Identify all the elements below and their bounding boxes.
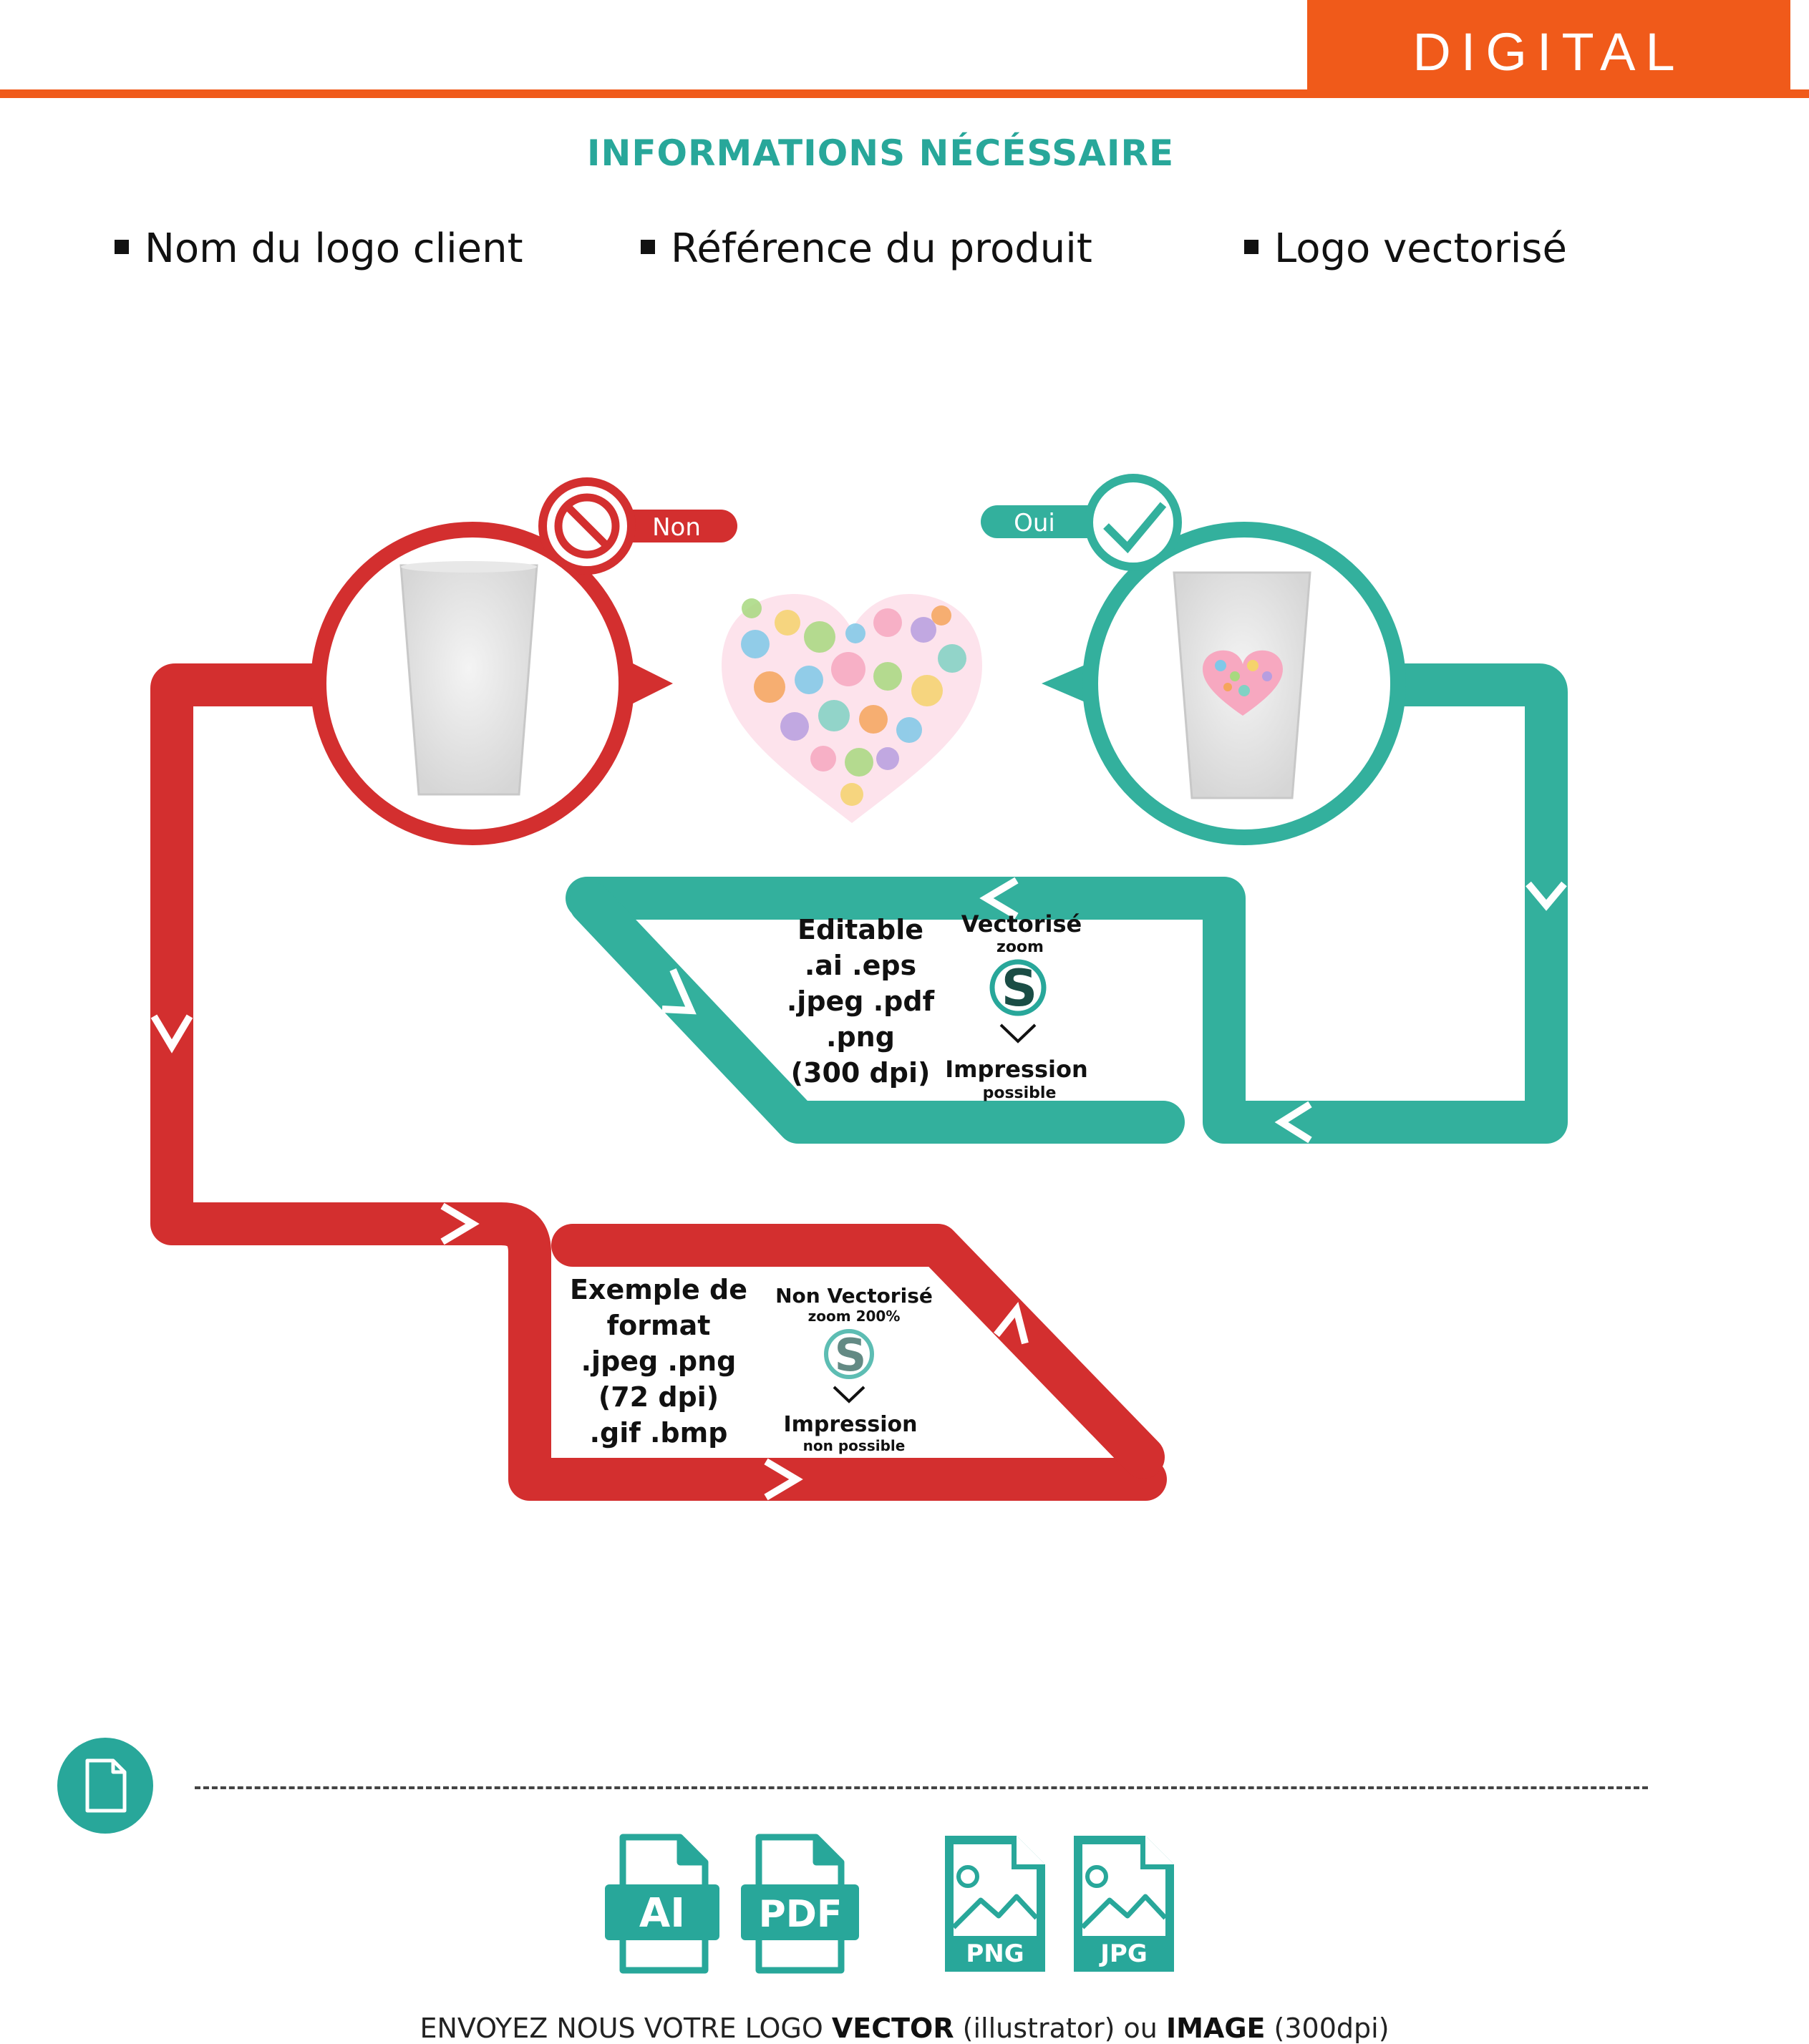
non-badge: Non <box>538 477 737 575</box>
requirement-item: Logo vectorisé <box>1244 225 1567 272</box>
svg-text:.jpeg .pdf: .jpeg .pdf <box>787 986 935 1017</box>
svg-text:.png: .png <box>826 1021 895 1053</box>
svg-text:S: S <box>835 1329 867 1381</box>
svg-text:Impression: Impression <box>945 1056 1087 1083</box>
svg-text:Exemple de: Exemple de <box>570 1274 747 1305</box>
requirement-item: Référence du produit <box>641 225 1092 272</box>
oui-badge: Oui <box>981 474 1182 571</box>
svg-text:(300 dpi): (300 dpi) <box>791 1057 931 1089</box>
svg-text:PNG: PNG <box>966 1940 1024 1968</box>
red-path <box>150 663 1167 1501</box>
svg-text:Non Vectorisé: Non Vectorisé <box>775 1284 933 1308</box>
red-chevrons <box>150 1014 1029 1501</box>
svg-text:format: format <box>607 1310 711 1341</box>
oui-label: Oui <box>1014 509 1055 537</box>
svg-text:zoom: zoom <box>996 938 1044 956</box>
svg-text:PDF: PDF <box>759 1893 843 1936</box>
non-label: Non <box>652 513 701 542</box>
vector-file-icons: AI PDF <box>605 1834 859 1974</box>
page-title: INFORMATIONS NÉCÉSSAIRE <box>586 132 1175 174</box>
red-cup-circle <box>311 522 673 845</box>
header-label: DIGITAL <box>1412 22 1685 82</box>
image-file-icons: PNG JPG <box>945 1836 1174 1972</box>
footer-instruction: ENVOYEZ NOUS VOTRE LOGO VECTOR (illustra… <box>419 2013 1390 2044</box>
header-tab <box>1307 0 1790 98</box>
svg-text:AI: AI <box>639 1890 685 1937</box>
svg-text:zoom 200%: zoom 200% <box>808 1308 901 1325</box>
svg-text:Editable: Editable <box>797 914 923 945</box>
svg-text:.gif .bmp: .gif .bmp <box>590 1417 728 1449</box>
jpg-file-icon: JPG <box>1074 1836 1174 1972</box>
bad-box-vector: Non Vectorisé zoom 200% S Impression non… <box>775 1284 933 1454</box>
good-box-vector: Vectorisé zoom S Impression possible <box>945 910 1087 1102</box>
svg-text:possible: possible <box>983 1084 1057 1102</box>
workflow-diagram: Non Oui <box>150 474 1568 1501</box>
svg-text:JPG: JPG <box>1099 1940 1147 1968</box>
teal-chevrons <box>661 877 1567 1144</box>
svg-text:(72 dpi): (72 dpi) <box>598 1381 719 1413</box>
svg-text:S: S <box>1002 959 1037 1018</box>
teal-path <box>566 663 1568 1144</box>
teal-cup-circle <box>1042 522 1406 845</box>
pdf-file-icon: PDF <box>741 1834 859 1974</box>
ai-file-icon: AI <box>605 1834 719 1974</box>
svg-text:.ai .eps: .ai .eps <box>805 950 916 981</box>
bad-box-formats: Exemple de format .jpeg .png (72 dpi) .g… <box>570 1274 747 1449</box>
svg-text:.jpeg .png: .jpeg .png <box>581 1345 737 1377</box>
png-file-icon: PNG <box>945 1836 1045 1972</box>
requirement-item: Nom du logo client <box>115 225 523 272</box>
heart-logo <box>722 594 982 823</box>
svg-text:Impression: Impression <box>783 1412 917 1437</box>
separator-line <box>195 1786 1648 1789</box>
good-box-formats: Editable .ai .eps .jpeg .pdf .png (300 d… <box>787 914 935 1089</box>
svg-text:Vectorisé: Vectorisé <box>961 910 1082 938</box>
svg-text:non possible: non possible <box>803 1437 906 1454</box>
document-badge <box>57 1738 153 1834</box>
document-icon <box>85 1758 127 1813</box>
